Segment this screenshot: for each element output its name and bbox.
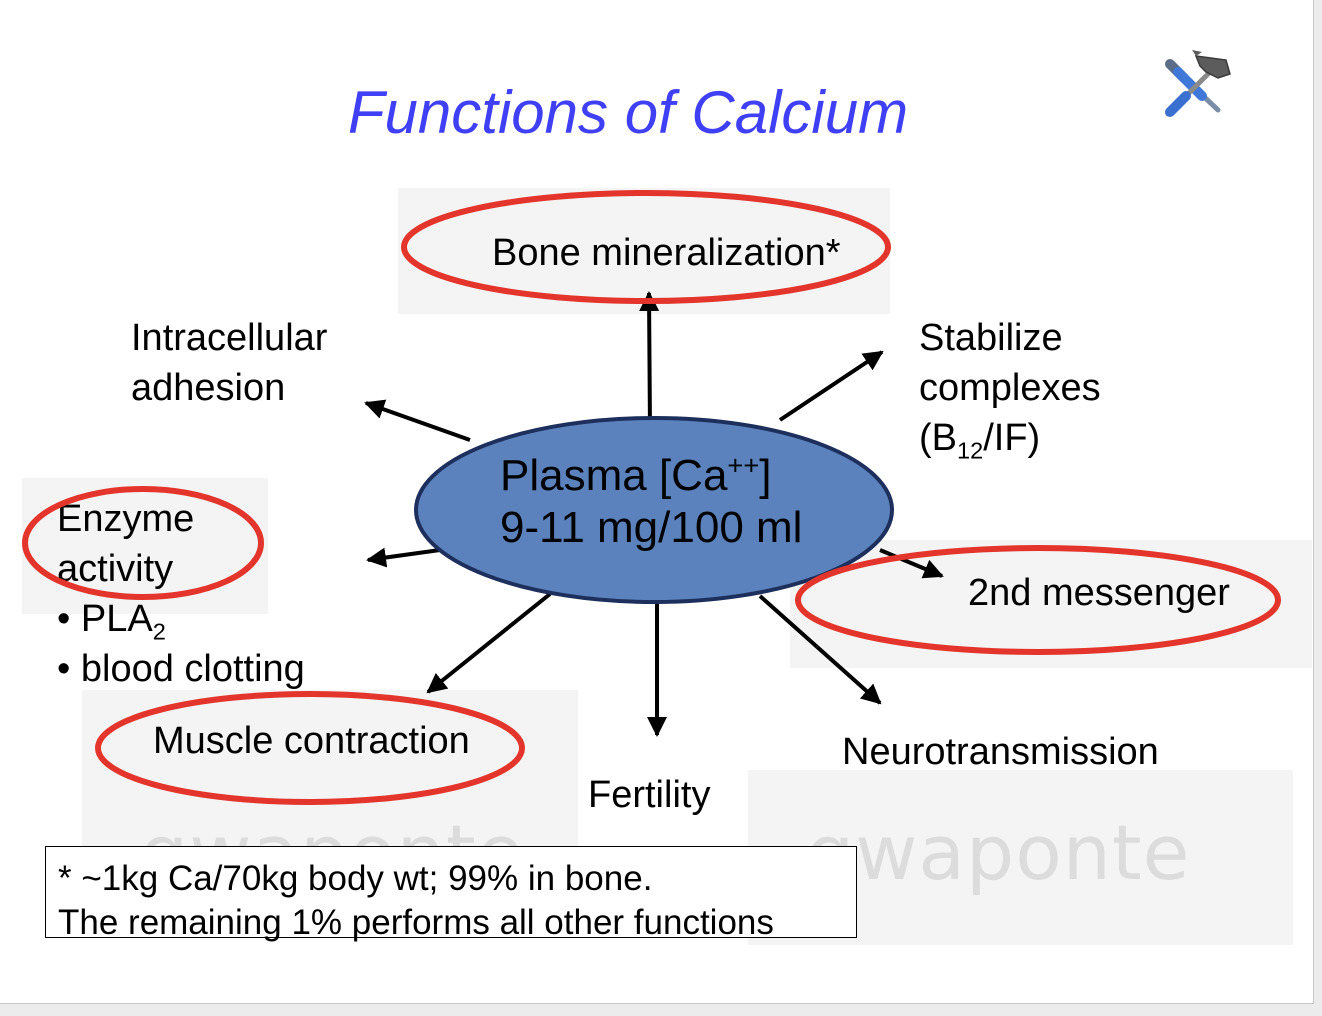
bullet-pla2: • PLA2 [57,598,166,645]
label-intracellular-adhesion: Intracellular adhesion [131,317,328,409]
arrow-to-enzyme [366,547,441,568]
label-stabilize-complexes: Stabilize complexes (B12/IF) [919,317,1101,464]
label-2nd-messenger: 2nd messenger [968,572,1230,614]
label-bone-mineralization: Bone mineralization* [492,232,841,274]
arrow-to-adhesion [364,399,471,442]
bullet-blood-clotting: • blood clotting [57,648,305,690]
watermark: gwaponte [806,808,1191,897]
arrow-to-messenger [879,548,944,579]
footnote-box: * ~1kg Ca/70kg body wt; 99% in bone. The… [45,846,857,942]
slide-title: Functions of Calcium [347,79,909,146]
highlight-bone-mineralization [401,190,891,304]
tools-icon [1165,50,1231,117]
plasma-concentration-label: Plasma [Ca++] [500,449,772,500]
highlight-enzyme-activity [22,486,264,600]
plasma-label: Plasma [Ca++] 9-11 mg/100 ml [500,450,802,554]
background-panel [82,690,578,850]
arrow-to-stabilize [778,350,884,422]
label-muscle-contraction: Muscle contraction [153,720,470,762]
label-enzyme-activity: Enzyme activity • PLA2 • blood clotting [57,494,305,694]
plasma-range: 9-11 mg/100 ml [500,503,803,552]
plasma-ellipse [414,416,894,604]
footnote-line-2: The remaining 1% performs all other func… [58,903,774,942]
arrow-to-muscle [426,592,552,694]
label-neurotransmission: Neurotransmission [842,731,1159,773]
highlight-2nd-messenger [795,545,1281,655]
arrow-to-bone [639,291,660,431]
footnote-line-1: * ~1kg Ca/70kg body wt; 99% in bone. [58,859,653,898]
highlight-muscle-contraction [95,691,525,805]
label-fertility: Fertility [588,774,711,816]
arrow-to-neuro [758,594,882,705]
